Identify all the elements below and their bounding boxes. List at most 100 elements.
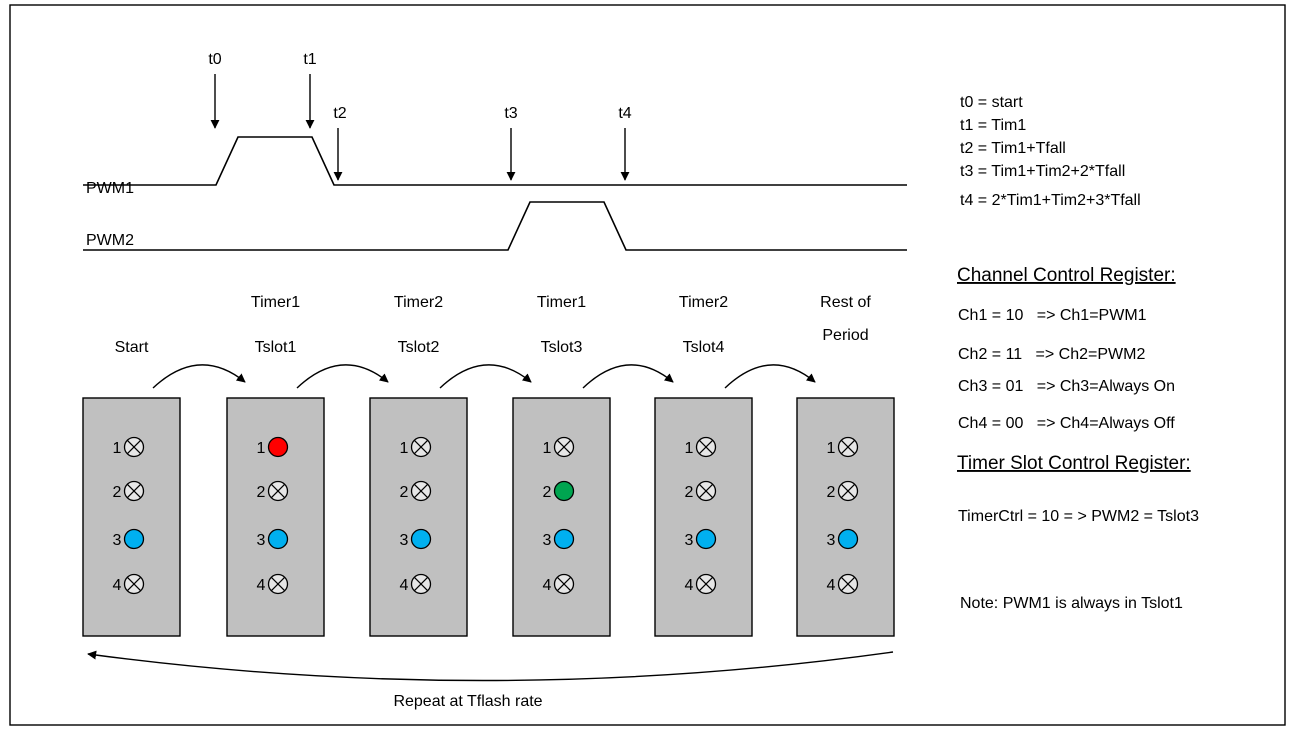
slot-timer-label: Timer2 (679, 294, 728, 311)
led-off-icon (695, 573, 717, 595)
transition-arrow (439, 364, 532, 389)
channel-register-rows: Ch1 = 10 => Ch1=PWM1 Ch2 = 11 => Ch2=PWM… (958, 307, 1175, 432)
time-marker-t1: t1 (303, 51, 317, 129)
time-marker-t4: t4 (618, 105, 632, 181)
channel-number: 1 (400, 440, 409, 457)
slot-timer-label: Timer2 (394, 294, 443, 311)
channel-number: 4 (543, 577, 552, 594)
slot-name-label: Start (115, 339, 149, 356)
channel-number: 4 (827, 577, 836, 594)
channel-number: 3 (685, 532, 694, 549)
channel-number: 2 (543, 484, 552, 501)
led-blue-icon (695, 528, 717, 550)
transition-arrow (296, 364, 389, 389)
slot-state: Start 1 2 3 4 (82, 339, 246, 637)
channel-number: 2 (685, 484, 694, 501)
slot-timer-label: Timer1 (251, 294, 300, 311)
transition-arrow (724, 364, 816, 389)
channel-number: 4 (685, 577, 694, 594)
svg-text:t1 = Tim1: t1 = Tim1 (960, 117, 1026, 134)
transition-arrow (152, 364, 246, 389)
led-blue-icon (123, 528, 145, 550)
channel-number: 4 (257, 577, 266, 594)
slot-name-label: Tslot3 (541, 339, 583, 356)
led-red-icon (267, 436, 289, 458)
led-blue-icon (553, 528, 575, 550)
svg-text:Ch4 = 00 => Ch4=Always Off: Ch4 = 00 => Ch4=Always Off (958, 415, 1175, 432)
led-off-icon (837, 573, 859, 595)
led-off-icon (553, 436, 575, 458)
led-green-icon (553, 480, 575, 502)
repeat-label: Repeat at Tflash rate (393, 693, 542, 710)
channel-number: 1 (113, 440, 122, 457)
led-off-icon (695, 480, 717, 502)
signal-label-pwm2: PWM2 (86, 232, 134, 249)
timer-register-row: TimerCtrl = 10 = > PWM2 = Tslot3 (958, 508, 1199, 525)
slot-name-label: Tslot4 (683, 339, 725, 356)
led-off-icon (837, 436, 859, 458)
time-definitions: t0 = start t1 = Tim1 t2 = Tim1+Tfall t3 … (960, 94, 1141, 209)
svg-text:t4: t4 (618, 105, 631, 122)
slot-panel (796, 397, 895, 637)
channel-number: 2 (827, 484, 836, 501)
slot-timer-label: Rest of (820, 294, 871, 311)
svg-text:t2: t2 (333, 105, 346, 122)
led-off-icon (410, 573, 432, 595)
svg-text:t1: t1 (303, 51, 316, 68)
time-marker-t2: t2 (333, 105, 347, 181)
led-blue-icon (837, 528, 859, 550)
led-off-icon (410, 436, 432, 458)
slot-name-label: Period (822, 327, 868, 344)
note-text: Note: PWM1 is always in Tslot1 (960, 595, 1183, 612)
repeat-arrow (87, 650, 894, 682)
led-blue-icon (267, 528, 289, 550)
led-off-icon (837, 480, 859, 502)
svg-text:Ch2 = 11 => Ch2=PWM2: Ch2 = 11 => Ch2=PWM2 (958, 346, 1145, 363)
led-off-icon (123, 436, 145, 458)
channel-number: 3 (543, 532, 552, 549)
svg-text:Ch1 = 10 => Ch1=PWM1: Ch1 = 10 => Ch1=PWM1 (958, 307, 1147, 324)
svg-text:t3: t3 (504, 105, 517, 122)
svg-text:t3 = Tim1+Tim2+2*Tfall: t3 = Tim1+Tim2+2*Tfall (960, 163, 1125, 180)
channel-number: 1 (543, 440, 552, 457)
channel-number: 3 (400, 532, 409, 549)
timer-register-title: Timer Slot Control Register: (957, 453, 1191, 474)
svg-text:Ch3 = 01 => Ch3=Always On: Ch3 = 01 => Ch3=Always On (958, 378, 1175, 395)
led-off-icon (267, 573, 289, 595)
slot-panel (512, 397, 611, 637)
signal-label-pwm1: PWM1 (86, 180, 134, 197)
slot-panel (82, 397, 181, 637)
led-off-icon (267, 480, 289, 502)
slot-panel (654, 397, 753, 637)
channel-number: 2 (257, 484, 266, 501)
channel-number: 3 (827, 532, 836, 549)
svg-text:t4 = 2*Tim1+Tim2+3*Tfall: t4 = 2*Tim1+Tim2+3*Tfall (960, 192, 1141, 209)
svg-text:t2 = Tim1+Tfall: t2 = Tim1+Tfall (960, 140, 1066, 157)
led-off-icon (123, 480, 145, 502)
time-marker-t0: t0 (208, 51, 222, 129)
channel-number: 1 (685, 440, 694, 457)
channel-number: 1 (257, 440, 266, 457)
svg-text:t0: t0 (208, 51, 221, 68)
channel-number: 3 (257, 532, 266, 549)
led-off-icon (695, 436, 717, 458)
outer-frame (9, 4, 1286, 726)
pwm1-waveform (83, 136, 907, 186)
channel-number: 3 (113, 532, 122, 549)
svg-text:t0 = start: t0 = start (960, 94, 1023, 111)
slot-timer-label: Timer1 (537, 294, 586, 311)
channel-number: 4 (113, 577, 122, 594)
led-off-icon (123, 573, 145, 595)
led-off-icon (553, 573, 575, 595)
channel-register-title: Channel Control Register: (957, 265, 1176, 286)
slot-panel (226, 397, 325, 637)
led-off-icon (410, 480, 432, 502)
channel-number: 4 (400, 577, 409, 594)
channel-number: 2 (113, 484, 122, 501)
